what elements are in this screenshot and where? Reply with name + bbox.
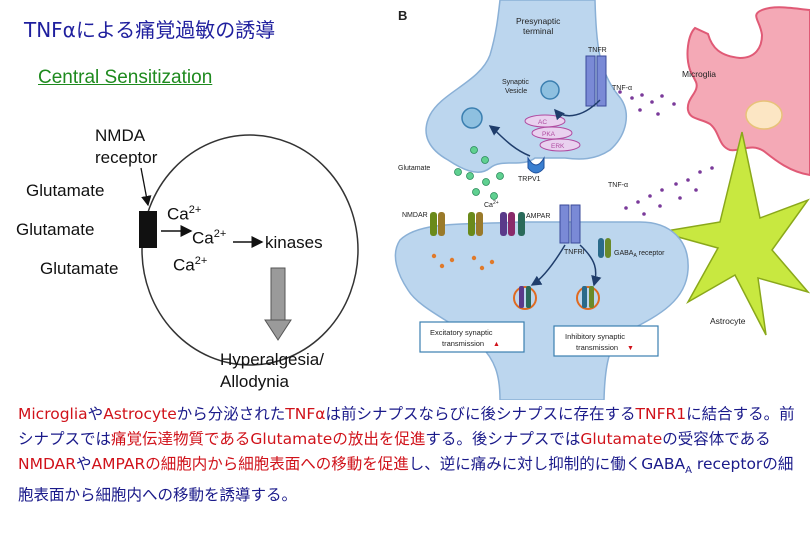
glutamate-label-3: Glutamate [40, 259, 119, 278]
allodynia-label: Allodynia [220, 372, 289, 391]
tnfr1-label: TNFRI [564, 249, 585, 256]
ampar-receptors [500, 212, 525, 236]
presynaptic-terminal [425, 0, 627, 173]
tnfr1-receptor [559, 204, 570, 244]
glutamate-label: Glutamate [398, 165, 430, 172]
inhibitory-label-2: transmission [576, 343, 618, 352]
trpv1-channel [527, 156, 545, 174]
kinase-pka-label: PKA [542, 131, 556, 138]
nmdar-receptors [430, 212, 483, 236]
gaba-a-receptor [598, 238, 611, 258]
inhibitory-box [553, 325, 659, 357]
glutamate-label-2: Glutamate [16, 220, 95, 239]
kinase-erk-label: ERK [551, 143, 565, 150]
trpv1-label: TRPV1 [518, 176, 541, 183]
excitatory-box [419, 321, 525, 353]
tnf-alpha-dots [618, 90, 714, 216]
nmda-pointer-arrow [140, 167, 152, 207]
panel-label: B [398, 8, 407, 23]
microglia-label: Microglia [682, 69, 716, 79]
page-title: TNFαによる痛覚過敏の誘導 [24, 18, 276, 42]
terminal-label: terminal [523, 26, 553, 36]
astrocyte-label: Astrocyte [710, 316, 746, 326]
calcium-label-1: Ca2+ [167, 204, 202, 224]
ampar-label: AMPAR [526, 213, 550, 220]
receptor-label: receptor [95, 148, 158, 167]
excitatory-label-2: transmission [442, 339, 484, 348]
nmda-label: NMDA [95, 126, 146, 145]
hyperalgesia-label: Hyperalgesia/ [220, 350, 324, 369]
excitatory-up-arrow: ▲ [493, 341, 500, 348]
presynaptic-label: Presynaptic [516, 16, 561, 26]
nmda-receptor-channel [139, 211, 157, 248]
output-arrow-shaft [270, 267, 286, 321]
tnfr-label: TNFR [588, 47, 607, 54]
vesicle-label: Vesicle [505, 88, 527, 95]
central-sensitization-title: Central Sensitization [38, 67, 213, 88]
nmdar-label: NMDAR [402, 212, 428, 219]
inhibitory-label-1: Inhibitory synaptic [565, 332, 625, 341]
calcium-label-3: Ca2+ [173, 255, 208, 275]
tnf-alpha-label-1: TNF-α [612, 85, 632, 92]
gaba-receptor-label: GABAA receptor [614, 250, 665, 259]
tnf-alpha-label-2: TNF-α [608, 182, 628, 189]
kinases-label: kinases [265, 233, 323, 252]
neuron-cell-outline [141, 134, 359, 366]
caption-paragraph: MicrogliaやAstrocyteから分泌されたTNFαは前シナプスならびに… [18, 405, 795, 505]
tnfr-receptor [585, 55, 596, 107]
postsynaptic-terminal [394, 221, 689, 400]
microglia-nucleus [745, 100, 783, 130]
central-sensitization-diagram [139, 134, 359, 366]
excitatory-label-1: Excitatory synaptic [430, 328, 493, 337]
glutamate-dots [454, 146, 504, 200]
ca2-label: Ca2+ [484, 200, 499, 209]
microglia-cell [686, 6, 810, 177]
kinase-ac-label: AC [538, 119, 547, 126]
inhibitory-down-arrow: ▼ [627, 345, 634, 352]
synapse-diagram: B [394, 0, 810, 400]
output-arrow-head [264, 319, 292, 341]
synaptic-label: Synaptic [502, 79, 529, 86]
calcium-label-2: Ca2+ [192, 228, 227, 248]
glutamate-label-1: Glutamate [26, 181, 105, 200]
